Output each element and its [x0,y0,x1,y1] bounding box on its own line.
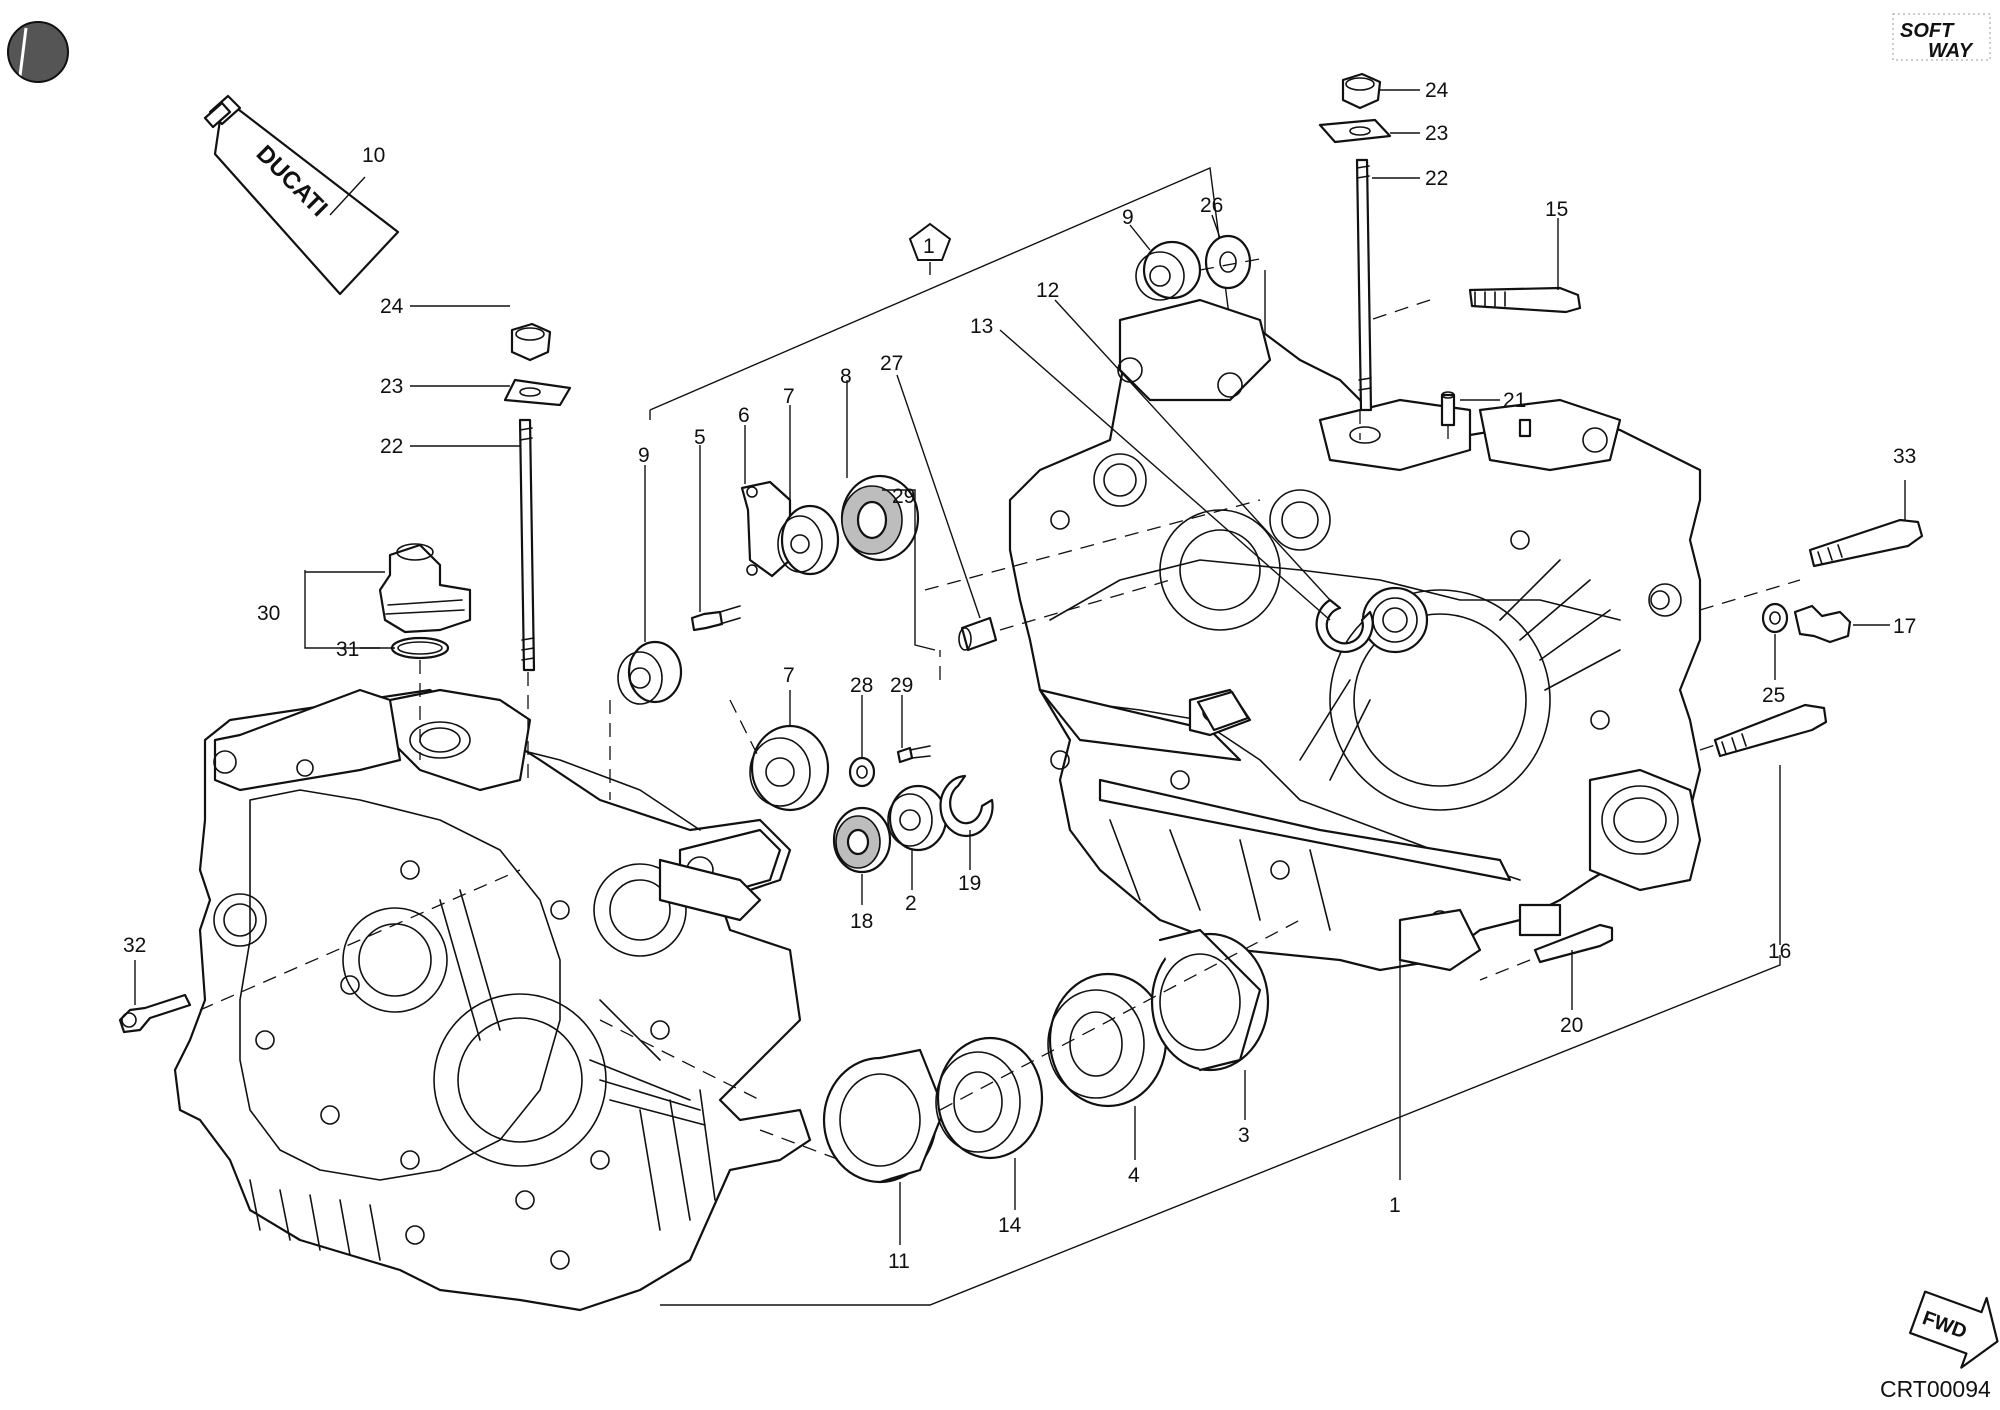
washer-25 [1761,602,1789,634]
callout-13: 13 [970,315,993,338]
callout-26: 26 [1200,194,1223,217]
retainer-plate-6 [740,480,792,578]
bearing-race-3 [1150,928,1270,1072]
callout-labels: 1 2 3 4 5 6 7 7 8 9 9 10 11 12 13 14 15 … [123,79,1916,1273]
callout-23-left: 23 [380,375,403,398]
dowel-pin-21 [1440,391,1456,427]
stud-22-right [1355,158,1373,412]
oil-seal-18 [832,806,892,874]
assembly-dashed-lines [199,257,1801,1161]
washer-plate-23-right [1318,118,1392,144]
dowel-27 [958,616,998,652]
group-symbol-text: 1 [923,235,935,258]
washer-plate-23-left [503,378,572,407]
bearing-4 [1047,972,1168,1108]
callout-11: 11 [888,1250,910,1273]
bearing-7-lower [749,724,830,812]
brand-emblem-icon [7,21,69,83]
oil-seal-8 [840,474,920,562]
bolt-33 [1808,518,1924,568]
callout-3: 3 [1238,1124,1250,1147]
bolt-15 [1468,286,1582,314]
bearing-9-left [617,640,683,705]
bearing-race-11 [822,1048,946,1184]
callout-33: 33 [1893,445,1916,468]
logo-text-soft: SOFT [1900,20,1955,42]
leader-lines [134,89,1906,1245]
screw-20 [1533,923,1614,964]
callout-15: 15 [1545,198,1568,221]
group-symbol-pentagon: 1 [908,222,952,275]
logo-text-way: WAY [1928,40,1974,62]
callout-9-left: 9 [638,444,650,467]
callout-16: 16 [1768,940,1791,963]
washer-28 [848,756,876,788]
screw-5 [690,605,741,632]
callout-14: 14 [998,1214,1022,1237]
sealant-tube: DUCATI [203,94,400,296]
callout-23-right: 23 [1425,122,1448,145]
callout-29-bracket: 29 [892,485,915,508]
circlip-19 [939,774,994,838]
callout-17: 17 [1893,615,1916,638]
callout-32: 32 [123,934,146,957]
callout-24-left: 24 [380,295,404,318]
right-crankcase-half [1008,298,1702,972]
bearing-7-upper [777,504,840,576]
callout-4: 4 [1128,1164,1140,1187]
callout-22-left: 22 [380,435,403,458]
bearing-14 [935,1036,1044,1160]
callout-7-upper: 7 [783,385,795,408]
callout-29-lower: 29 [890,674,913,697]
callout-19: 19 [958,872,981,895]
screw-32 [118,993,192,1034]
callout-20: 20 [1560,1014,1583,1037]
bush-crankcase [1196,690,1250,732]
left-crankcase-half [173,688,812,1312]
bearing-9-top [1135,240,1202,301]
callout-9-top: 9 [1122,206,1134,229]
callout-27: 27 [880,352,903,375]
callout-21: 21 [1503,389,1526,412]
bearing-2 [887,784,948,852]
nut-24-left [510,322,552,362]
callout-28: 28 [850,674,873,697]
callout-6: 6 [738,404,750,427]
bolt-16 [1713,703,1828,758]
breather-cap-30 [378,543,472,634]
callout-7-lower: 7 [783,664,795,687]
callout-2: 2 [905,892,917,915]
callout-1: 1 [1389,1194,1401,1217]
screw-29 [896,745,931,764]
callout-31: 31 [336,638,359,661]
callout-12: 12 [1036,279,1059,302]
callout-18: 18 [850,910,873,933]
callout-22-right: 22 [1425,167,1448,190]
callout-30: 30 [257,602,280,625]
plug-17 [1793,604,1852,644]
o-ring-31 [390,636,450,660]
callout-24-right: 24 [1425,79,1449,102]
softway-logo: SOFT WAY [1892,13,1991,62]
nut-24-right [1341,72,1382,110]
callout-10: 10 [362,144,385,167]
callout-8: 8 [840,365,852,388]
fwd-arrow-icon: FWD [1908,1290,1999,1369]
washer-26 [1204,234,1252,290]
callout-25: 25 [1762,684,1785,707]
callout-5: 5 [694,426,706,449]
diagram-code: CRT00094 [1880,1376,1991,1402]
stud-22-left [518,418,536,672]
